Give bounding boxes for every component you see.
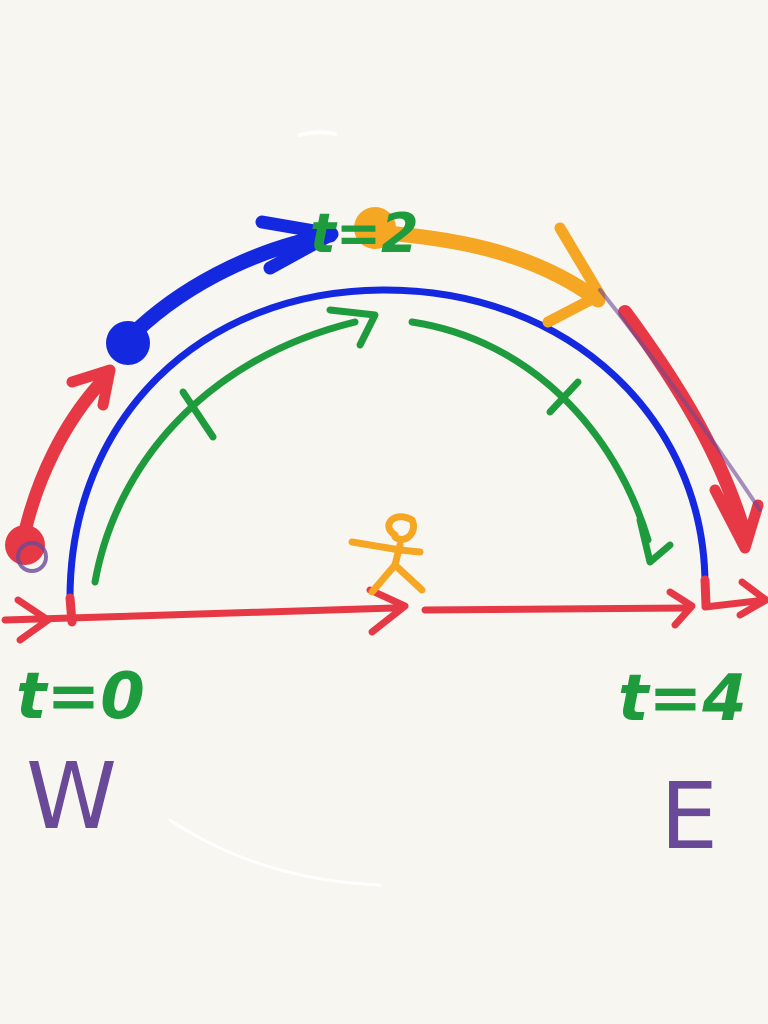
sun-path-afternoon xyxy=(367,224,606,308)
sun-path-morning-arrowhead xyxy=(255,215,339,275)
label-west: W xyxy=(26,743,117,850)
sun-path-rising-arrowhead xyxy=(66,364,116,411)
green-arc-right xyxy=(408,318,652,544)
label-east: E xyxy=(660,763,718,870)
sun-position-t2 xyxy=(354,207,396,249)
label-t-mid: t=2 xyxy=(310,202,419,265)
green-arrowhead-right xyxy=(636,516,674,566)
green-arrowhead-top xyxy=(326,306,379,349)
label-t-start: t=0 xyxy=(16,660,145,734)
label-t-end: t=4 xyxy=(618,662,747,736)
horizon-endpoint-right xyxy=(700,575,711,610)
sun-path-afternoon-arrowhead xyxy=(542,222,606,328)
sun-path-setting-arrowhead xyxy=(709,484,764,554)
horizon-line-right xyxy=(421,604,694,614)
sun-path-rising xyxy=(15,371,112,552)
background-smudges xyxy=(168,130,382,887)
horizon-arrowhead-edge xyxy=(736,578,768,619)
horizon-arrowhead-right xyxy=(666,588,696,629)
sun-position-t0-shadow xyxy=(16,541,48,573)
green-arc-left xyxy=(91,318,359,586)
sun-path-morning xyxy=(117,227,338,350)
horizon-line-edge xyxy=(701,596,768,611)
observer-figure xyxy=(348,513,426,596)
horizon-endpoint-left xyxy=(65,593,77,627)
outer-path-shadow xyxy=(598,288,762,512)
horizon-arrowhead-start xyxy=(14,596,52,644)
horizon-arrowhead-mid xyxy=(366,586,409,636)
horizon-line-left xyxy=(1,604,399,624)
sun-position-morning xyxy=(106,321,150,365)
green-tick-right xyxy=(546,378,582,416)
green-tick-left xyxy=(179,388,217,441)
blue-sky-arc xyxy=(66,286,709,602)
